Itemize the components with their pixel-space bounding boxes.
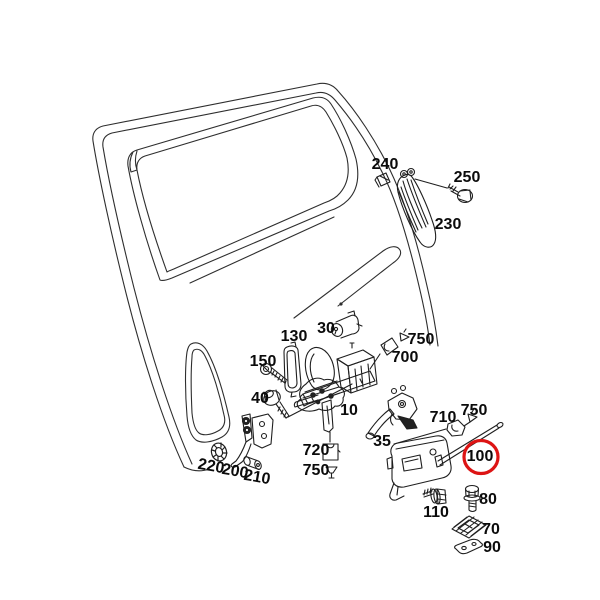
body-sill-line — [183, 466, 210, 472]
leader-710 — [393, 421, 471, 445]
tailgate-outer-edge — [92, 82, 439, 468]
part-70-wedge — [451, 515, 487, 539]
part-750-funnel-bottom — [325, 466, 338, 479]
parts — [210, 167, 504, 555]
part-10-lock-assembly — [293, 342, 378, 443]
quarter-window-outer — [184, 342, 231, 443]
part-710-clip — [446, 419, 466, 437]
part-90-shim — [454, 538, 483, 555]
part-130-gasket — [283, 341, 302, 398]
part-240-clip — [374, 172, 391, 188]
part-40-bolt — [263, 389, 290, 419]
part-200-hinge-bracket — [230, 413, 274, 468]
license-recess — [293, 246, 402, 319]
rod-tip — [496, 421, 504, 429]
rear-window-outer — [127, 96, 359, 281]
part-210-pin — [243, 455, 262, 471]
window-lower-frame-line — [189, 216, 335, 284]
part-700-clip — [380, 337, 399, 356]
leader-250 — [414, 178, 448, 189]
part-750-wedge-right — [467, 408, 478, 423]
part-100-actuator — [386, 421, 504, 501]
part-80-bolt — [463, 484, 481, 513]
leader-700 — [369, 353, 381, 370]
window-seal-notch — [129, 150, 138, 173]
quarter-window-inner — [190, 348, 226, 436]
part-720-clip — [322, 443, 341, 461]
tailgate-inner-edge — [102, 91, 431, 465]
highlight-circle — [462, 438, 500, 476]
part-230-check-strap — [396, 167, 437, 248]
part-750-wedge-top — [399, 328, 410, 342]
part-220-grommet — [210, 442, 228, 462]
rear-window-inner — [136, 104, 349, 273]
part-250-bolt — [447, 183, 474, 204]
part-150-screw — [259, 362, 288, 385]
leader-40 — [287, 383, 353, 418]
vehicle-outline — [92, 82, 439, 472]
license-recess-dot — [339, 302, 343, 306]
part-110-bolt — [422, 487, 447, 505]
part-30-lock-cylinder — [330, 310, 363, 339]
part-35-latch — [365, 384, 418, 440]
